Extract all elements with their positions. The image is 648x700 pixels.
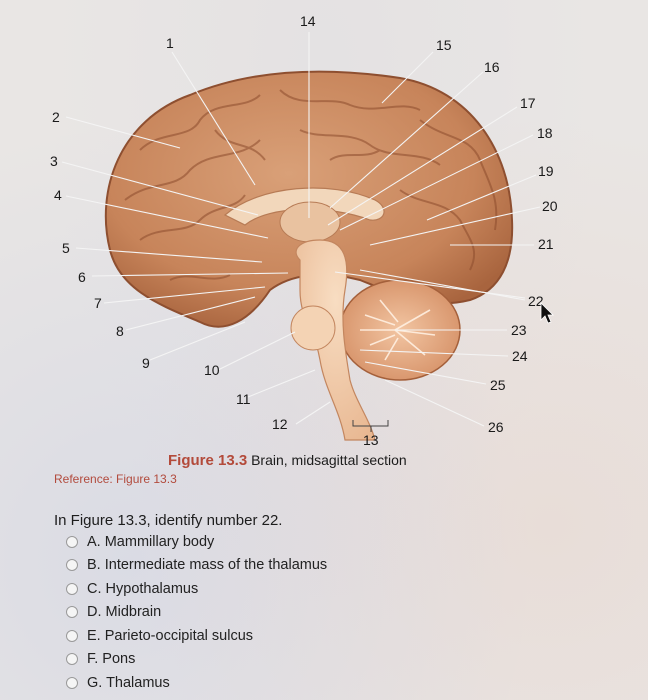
label-10: 10 (204, 362, 220, 378)
pons (290, 305, 336, 351)
label-5: 5 (62, 240, 70, 256)
label-15: 15 (436, 37, 452, 53)
radio-button[interactable] (66, 559, 78, 572)
option-label: F. Pons (87, 651, 136, 668)
label-8: 8 (116, 323, 124, 339)
label-1: 1 (166, 35, 174, 51)
label-14: 14 (300, 13, 316, 29)
radio-button[interactable] (66, 676, 78, 689)
answer-option[interactable]: A. Mammillary body (66, 530, 327, 554)
label-22: 22 (528, 293, 544, 309)
radio-button[interactable] (66, 606, 78, 619)
option-label: G. Thalamus (87, 674, 170, 691)
brainstem (295, 239, 376, 441)
label-7: 7 (94, 295, 102, 311)
answer-option[interactable]: E. Parieto-occipital sulcus (66, 624, 327, 648)
answer-option[interactable]: F. Pons (66, 648, 327, 672)
radio-button[interactable] (66, 653, 78, 666)
brain-midsagittal-figure: 1 2 3 4 5 6 7 8 9 10 11 12 13 14 15 16 1… (50, 13, 558, 448)
leader-lines (61, 32, 541, 432)
caption-title: Brain, midsagittal section (251, 452, 407, 468)
structure-number-labels: 1 2 3 4 5 6 7 8 9 10 11 12 13 14 15 16 1… (50, 13, 558, 448)
label-25: 25 (490, 377, 506, 393)
label-17: 17 (520, 95, 536, 111)
label-21: 21 (538, 236, 554, 252)
option-label: A. Mammillary body (87, 533, 215, 550)
thalamus (279, 201, 341, 243)
answer-option[interactable]: G. Thalamus (66, 671, 327, 695)
radio-button[interactable] (66, 582, 78, 595)
label-26: 26 (488, 419, 504, 435)
label-6: 6 (78, 269, 86, 285)
option-label: E. Parieto-occipital sulcus (87, 627, 254, 644)
figure-caption: Figure 13.3 Brain, midsagittal section (168, 452, 407, 469)
mouse-cursor-icon (540, 302, 554, 324)
label-4: 4 (54, 187, 62, 203)
question-text: In Figure 13.3, identify number 22. (54, 512, 283, 529)
label-23: 23 (511, 322, 527, 338)
radio-button[interactable] (66, 629, 78, 642)
label-20: 20 (542, 198, 558, 214)
radio-button[interactable] (66, 535, 78, 548)
option-label: B. Intermediate mass of the thalamus (87, 557, 328, 574)
option-label: D. Midbrain (87, 604, 162, 621)
answer-option[interactable]: C. Hypothalamus (66, 577, 327, 601)
label-9: 9 (142, 355, 150, 371)
label-24: 24 (512, 348, 528, 364)
answer-option[interactable]: B. Intermediate mass of the thalamus (66, 554, 327, 578)
arbor-vitae (360, 299, 436, 361)
label-18: 18 (537, 125, 553, 141)
label-3: 3 (50, 153, 58, 169)
label-16: 16 (484, 59, 500, 75)
label-2: 2 (52, 109, 60, 125)
reference-text: Reference: Figure 13.3 (54, 472, 177, 486)
answer-options-list: A. Mammillary body B. Intermediate mass … (66, 530, 327, 695)
gyri-pattern (124, 89, 498, 281)
label-19: 19 (538, 163, 554, 179)
label-11: 11 (236, 391, 251, 407)
caption-figure-number: Figure 13.3 (168, 452, 248, 469)
label-13: 13 (363, 432, 379, 448)
label-12: 12 (272, 416, 288, 432)
answer-option[interactable]: D. Midbrain (66, 601, 327, 625)
option-label: C. Hypothalamus (87, 580, 199, 597)
